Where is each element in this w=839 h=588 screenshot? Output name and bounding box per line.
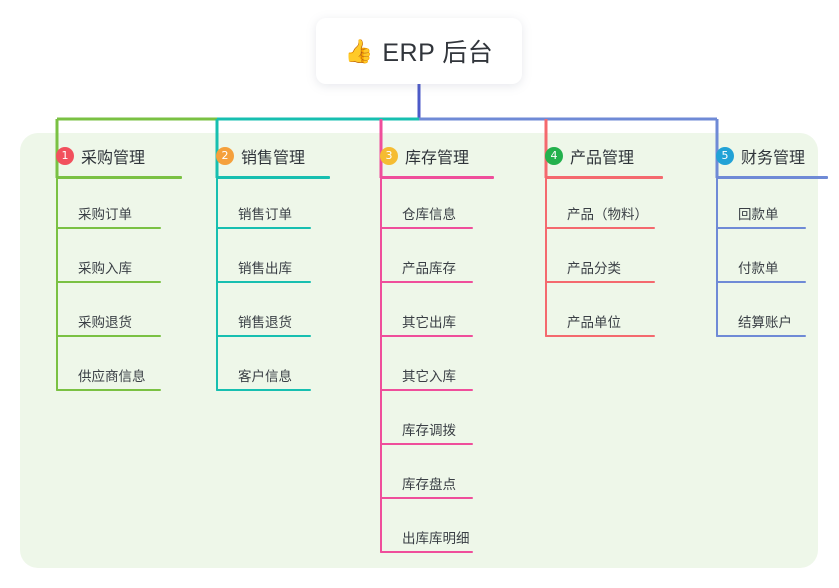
branch-item[interactable]: 产品单位 [545,311,655,337]
branch-title-4: 产品管理 [570,150,635,167]
branch-item-rule [716,335,806,337]
branch-item-label: 客户信息 [238,369,292,384]
branch-spine-4 [545,178,547,337]
branch-item-rule [56,281,161,283]
branch-item-rule [545,335,655,337]
branch-badge-3: 3 [380,147,398,165]
branch-item-rule [216,335,311,337]
branch-badge-2: 2 [216,147,234,165]
branch-item[interactable]: 库存调拨 [380,419,473,445]
branch-item-label: 产品（物料） [567,207,648,222]
branch-item-rule [716,227,806,229]
branch-item-rule [380,335,473,337]
branch-column-4: 4 产品管理产品（物料） 产品分类产品单位 [527,143,663,337]
branch-column-5: 5 财务管理回款单付款单结算账户 [698,143,828,337]
branch-header-rule-1 [56,176,182,179]
branch-header-rule-4 [545,176,663,179]
branch-item-label: 销售订单 [238,207,292,222]
branch-item-rule [380,389,473,391]
branch-item[interactable]: 产品（物料） [545,203,655,229]
branch-item[interactable]: 出库库明细 [380,527,473,553]
branch-item-label: 产品库存 [402,261,456,276]
branch-header-rule-3 [380,176,494,179]
branch-item-label: 产品单位 [567,315,621,330]
branch-item-label: 采购订单 [78,207,132,222]
branch-item-label: 采购退货 [78,315,132,330]
branch-column-2: 2 销售管理销售订单销售出库销售退货客户信息 [198,143,330,391]
branch-item[interactable]: 结算账户 [716,311,806,337]
branch-item-label: 其它入库 [402,369,456,384]
branch-item[interactable]: 产品库存 [380,257,473,283]
branch-item[interactable]: 采购入库 [56,257,161,283]
branch-item-rule [380,281,473,283]
branch-item-rule [380,227,473,229]
branch-item[interactable]: 产品分类 [545,257,655,283]
branch-header-5[interactable]: 5 财务管理 [698,143,805,169]
branch-item-rule [380,497,473,499]
branch-item-rule [380,551,473,553]
branch-spine-3 [380,178,382,553]
branch-item[interactable]: 付款单 [716,257,806,283]
branch-item-label: 回款单 [738,207,779,222]
branch-item-label: 其它出库 [402,315,456,330]
branch-spine-1 [56,178,58,391]
branch-item-label: 产品分类 [567,261,621,276]
branch-item[interactable]: 回款单 [716,203,806,229]
branch-item-label: 采购入库 [78,261,132,276]
branch-header-2[interactable]: 2 销售管理 [198,143,305,169]
thumbs-up-icon: 👍 [344,37,374,64]
branch-item[interactable]: 采购退货 [56,311,161,337]
branch-item-rule [216,389,311,391]
root-node[interactable]: 👍 ERP 后台 [316,18,522,84]
branch-item[interactable]: 其它出库 [380,311,473,337]
branch-spine-5 [716,178,718,337]
branch-item-label: 供应商信息 [78,369,146,384]
branch-item-rule [716,281,806,283]
branch-item-label: 库存调拨 [402,423,456,438]
branch-header-3[interactable]: 3 库存管理 [362,143,469,169]
branch-item-rule [545,227,655,229]
branch-title-1: 采购管理 [81,150,146,167]
branch-header-rule-5 [716,176,828,179]
branch-badge-1: 1 [56,147,74,165]
branch-item[interactable]: 库存盘点 [380,473,473,499]
branch-item-label: 仓库信息 [402,207,456,222]
branch-header-rule-2 [216,176,330,179]
branch-item-rule [216,281,311,283]
branch-column-1: 1 采购管理采购订单采购入库采购退货供应商信息 [38,143,182,391]
branch-badge-4: 4 [545,147,563,165]
branch-item-label: 结算账户 [738,315,792,330]
branch-item-label: 出库库明细 [402,531,470,546]
branch-item-label: 库存盘点 [402,477,456,492]
branch-item[interactable]: 销售退货 [216,311,311,337]
branch-column-3: 3 库存管理仓库信息产品库存其它出库其它入库库存调拨库存盘点出库库明细 [362,143,494,553]
branch-item[interactable]: 其它入库 [380,365,473,391]
branch-item-rule [380,443,473,445]
branch-item-rule [216,227,311,229]
branch-item-rule [56,335,161,337]
branch-item[interactable]: 销售出库 [216,257,311,283]
branch-item-label: 销售退货 [238,315,292,330]
branch-item-rule [56,389,161,391]
branch-item-label: 销售出库 [238,261,292,276]
branch-item-rule [56,227,161,229]
branch-header-1[interactable]: 1 采购管理 [38,143,145,169]
branch-item[interactable]: 供应商信息 [56,365,161,391]
branch-spine-2 [216,178,218,391]
branch-item[interactable]: 仓库信息 [380,203,473,229]
branch-title-3: 库存管理 [405,150,470,167]
branch-item[interactable]: 销售订单 [216,203,311,229]
branch-header-4[interactable]: 4 产品管理 [527,143,634,169]
diagram-background-panel [20,133,818,568]
branch-item[interactable]: 客户信息 [216,365,311,391]
branch-item-label: 付款单 [738,261,779,276]
branch-badge-5: 5 [716,147,734,165]
root-title: ERP 后台 [382,39,494,67]
branch-item-rule [545,281,655,283]
branch-title-5: 财务管理 [741,150,806,167]
root-node-content: 👍 ERP 后台 [345,33,494,69]
branch-item[interactable]: 采购订单 [56,203,161,229]
branch-title-2: 销售管理 [241,150,306,167]
